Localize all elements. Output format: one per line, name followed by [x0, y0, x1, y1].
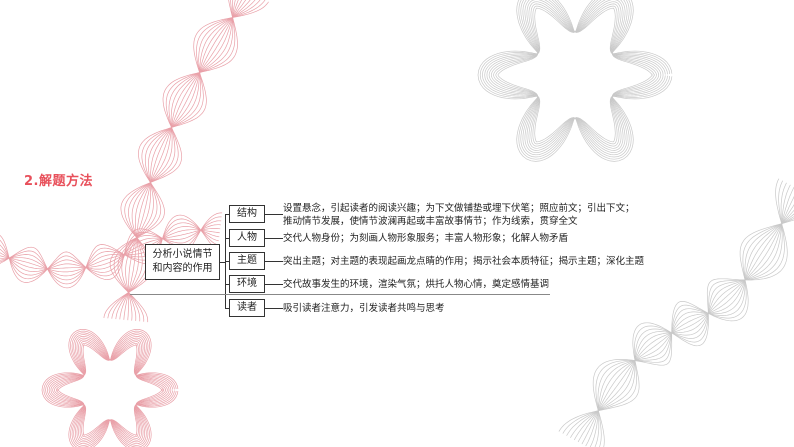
branch-desc-structure: 设置悬念，引起读者的阅读兴趣；为下文做铺垫或埋下伏笔；照应前文；引出下文； 推动…	[283, 202, 635, 228]
section-title: 2.解题方法	[24, 174, 93, 189]
ribbon-bottom-left-wreath-strand	[52, 334, 173, 446]
ribbon-top-right-wreath-strand	[482, 0, 657, 158]
ribbon-left-horizontal-strand	[0, 228, 221, 270]
ribbon-right-gray-strand	[595, 218, 794, 447]
ribbon-top-right-wreath-strand	[477, 0, 653, 162]
ribbon-right-gray-strand	[589, 213, 794, 447]
branch-desc-character: 交代人物身份；为刻画人物形象服务；丰富人物形象；化解人物矛盾	[283, 233, 569, 244]
branch-label-theme: 主题	[229, 252, 265, 270]
ribbon-top-right-wreath-strand	[493, 0, 668, 158]
ribbon-left-red-strand	[125, 0, 251, 321]
root-node: 分析小说情节 和内容的作用	[145, 244, 220, 280]
ribbon-left-red-strand	[115, 0, 236, 320]
ribbon-left-red-strand	[121, 0, 256, 321]
ribbon-right-gray-strand	[594, 216, 794, 447]
ribbon-left-horizontal-strand	[0, 218, 219, 285]
ribbon-bottom-left-wreath-strand	[50, 335, 172, 445]
branch-desc-structure-line1: 设置悬念，引起读者的阅读兴趣；为下文做铺垫或埋下伏笔；照应前文；引出下文；	[283, 203, 635, 214]
branch-label-structure: 结构	[229, 205, 265, 223]
ribbon-bottom-left-wreath-strand	[43, 330, 165, 447]
ribbon-left-red-strand	[113, 0, 266, 322]
ribbon-top-right-wreath-strand	[497, 0, 673, 162]
ribbon-right-gray-strand	[562, 180, 785, 434]
ribbon-bottom-left-wreath-strand	[41, 329, 163, 447]
ribbon-bottom-left-wreath-strand	[57, 329, 179, 447]
ribbon-top-right-wreath-strand	[479, 0, 655, 160]
branch-label-environment: 环境	[229, 275, 265, 293]
root-node-line2: 和内容的作用	[152, 263, 213, 274]
ribbon-bottom-left-wreath-strand	[48, 335, 170, 445]
ribbon-left-red-strand	[117, 0, 261, 322]
ribbon-bottom-left-wreath	[41, 329, 179, 447]
connector-2	[225, 238, 229, 239]
ribbon-top-right-wreath	[477, 0, 673, 162]
desc-connector-2	[265, 238, 283, 239]
ribbon-top-right-wreath-strand	[484, 0, 660, 156]
ribbon-left-horizontal-strand	[0, 214, 218, 289]
ribbon-bottom-left-wreath-strand	[54, 332, 175, 447]
divider-rule	[130, 294, 550, 295]
ribbon-left-horizontal-strand	[0, 222, 219, 281]
ribbon-right-gray-strand	[585, 209, 794, 447]
root-node-line1: 分析小说情节	[152, 249, 213, 260]
ribbon-right-gray-strand	[581, 204, 794, 445]
branch-label-reader: 读者	[229, 299, 265, 317]
branch-desc-structure-line2: 推动情节发展，使情节波澜再起或丰富故事情节；作为线索，贯穿全文	[283, 216, 578, 227]
ribbon-top-right-wreath-strand	[488, 0, 664, 154]
desc-connector-4	[265, 284, 283, 285]
ribbon-left-red-strand	[123, 0, 243, 320]
ribbon-left-horizontal-strand	[0, 220, 222, 276]
connector-root	[220, 262, 225, 263]
branch-desc-environment: 交代故事发生的环境，渲染气氛；烘托人物心情，奠定感情基调	[283, 279, 550, 290]
ribbon-top-right-wreath-strand	[486, 0, 662, 154]
connector-4	[225, 284, 229, 285]
branch-desc-theme: 突出主题；对主题的表现起画龙点睛的作用；揭示社会本质特征；揭示主题；深化主题	[283, 256, 645, 267]
connector-5	[225, 308, 229, 309]
ribbon-left-red-strand	[127, 0, 247, 321]
ribbon-left-horizontal-strand	[0, 229, 220, 273]
desc-connector-1	[265, 214, 283, 215]
ribbon-top-right-wreath-strand	[490, 0, 666, 156]
ribbon-left-red-strand	[119, 0, 239, 320]
ribbon-left-horizontal-strand	[0, 226, 220, 277]
ribbon-right-gray-strand	[566, 182, 787, 436]
ribbon-top-right-wreath-strand	[495, 0, 671, 160]
ribbon-right-gray-strand	[592, 219, 794, 447]
ribbon-right-gray-strand	[570, 184, 791, 438]
ribbon-bottom-left-wreath-strand	[46, 334, 168, 446]
branch-label-character: 人物	[229, 229, 265, 247]
desc-connector-3	[265, 261, 283, 262]
ribbon-right-gray	[558, 178, 794, 447]
ribbon-bottom-left-wreath-strand	[55, 330, 177, 447]
ribbon-right-gray-strand	[577, 196, 794, 443]
desc-connector-5	[265, 308, 283, 309]
ribbon-bottom-left-wreath-strand	[45, 332, 166, 447]
connector-3	[225, 261, 229, 262]
ribbon-left-horizontal-strand	[0, 224, 221, 272]
ribbon-right-gray-strand	[573, 186, 794, 441]
branch-desc-reader: 吸引读者注意力，引发读者共鸣与思考	[283, 303, 445, 314]
connector-1	[225, 214, 229, 215]
ribbon-right-gray-strand	[558, 178, 788, 432]
